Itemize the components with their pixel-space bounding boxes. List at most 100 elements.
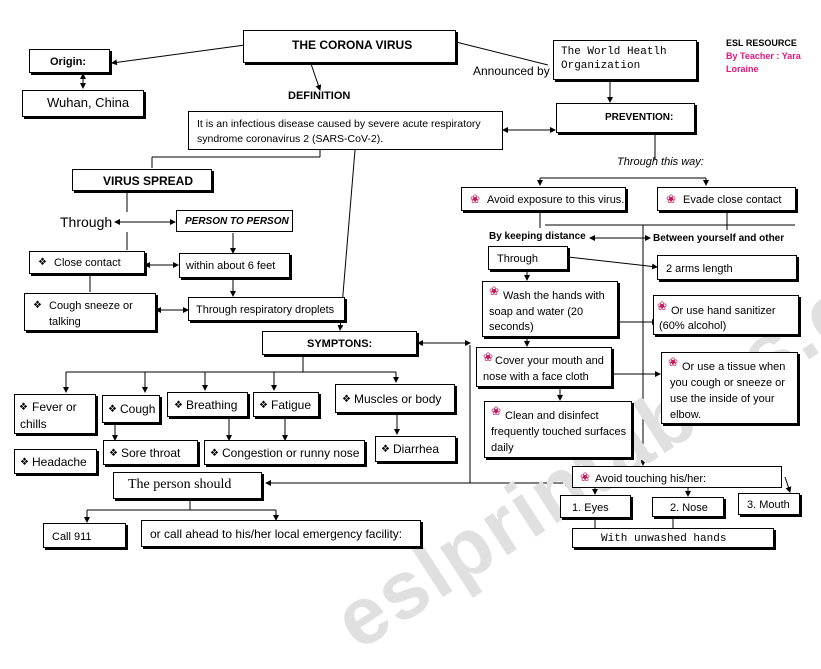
flower-bullet-icon: ❀ — [483, 350, 494, 364]
sanitizer-line-1: Or use hand sanitizer — [671, 305, 776, 317]
arms-length: 2 arms length — [666, 263, 733, 275]
tissue-line-1: Or use a tissue when — [682, 361, 786, 373]
close-contact-box: ❖ Close contact — [29, 251, 145, 274]
droplets-box: Through respiratory droplets — [188, 297, 345, 321]
fatigue: Fatigue — [271, 398, 312, 412]
call-911-box: Call 911 — [43, 523, 126, 548]
avoid-touching: Avoid touching his/her: — [595, 473, 707, 485]
origin-box: Origin: — [29, 49, 110, 73]
origin-place: Wuhan, China — [47, 95, 130, 110]
sore-throat: Sore throat — [121, 446, 181, 460]
call-ahead-box: or call ahead to his/her local emergency… — [141, 520, 421, 547]
unwashed-hands: With unwashed hands — [601, 533, 727, 545]
who-box: The World Heatlh Organization — [553, 40, 697, 80]
symptoms-box: SYMPTONS: — [262, 331, 417, 355]
flower-bullet-icon: ❀ — [489, 284, 500, 298]
headache-box: ❖ Headache — [14, 449, 97, 474]
diamond-bullet-icon: ❖ — [381, 444, 390, 455]
clean-box: ❀ Clean and disinfect frequently touched… — [484, 401, 632, 458]
evade-box: ❀ Evade close contact — [657, 187, 796, 211]
virus-spread-box: VIRUS SPREAD — [72, 169, 212, 191]
sanitizer-line-2: (60% alcohol) — [659, 320, 727, 332]
eyes-box: 1. Eyes — [560, 495, 631, 518]
cough-talk-box: ❖ Cough sneeze or talking — [24, 293, 156, 331]
through-this-way: Through this way: — [617, 156, 704, 168]
person-to-person-box: PERSON TO PERSON — [176, 210, 293, 232]
eyes: 1. Eyes — [572, 502, 609, 514]
definition-text-1: It is an infectious disease caused by se… — [197, 118, 481, 130]
nose-box: 2. Nose — [652, 497, 724, 517]
flower-bullet-icon: ❀ — [657, 299, 668, 313]
sore-throat-box: ❖ Sore throat — [103, 440, 198, 465]
title-box: THE CORONA VIRUS — [243, 30, 456, 63]
diamond-bullet-icon: ❖ — [342, 394, 351, 405]
flower-bullet-icon: ❀ — [666, 192, 677, 206]
origin-label: Origin: — [50, 56, 87, 68]
esl-teacher: By Teacher : Yara — [726, 51, 801, 61]
definition-text-2: syndrome coronavirus 2 (SARS-CoV-2). — [197, 133, 384, 145]
cough-symptom: Cough — [120, 402, 156, 416]
who-line-2: Organization — [561, 60, 641, 72]
prevention-through: Through — [497, 253, 538, 265]
breathing: Breathing — [186, 398, 238, 412]
origin-place-box: Wuhan, China — [22, 90, 144, 117]
diamond-bullet-icon: ❖ — [259, 400, 268, 411]
clean-line-2: frequently touched surfaces — [491, 426, 627, 438]
prevention-label: PREVENTION: — [605, 112, 674, 123]
cough-line-2: talking — [49, 316, 81, 328]
diamond-bullet-icon: ❖ — [33, 300, 42, 311]
prevention-box: PREVENTION: — [556, 103, 695, 133]
arms-length-box: 2 arms length — [657, 255, 797, 280]
diarrhea: Diarrhea — [393, 442, 440, 456]
call-911: Call 911 — [52, 531, 92, 543]
spread-through: Through — [60, 214, 113, 230]
definition-box: It is an infectious disease caused by se… — [188, 111, 503, 150]
person-should: The person should — [128, 477, 232, 492]
wash-line-3: seconds) — [489, 321, 534, 333]
muscles: Muscles or body — [354, 392, 442, 406]
diamond-bullet-icon: ❖ — [109, 448, 118, 459]
within-6-feet: within about 6 feet — [186, 260, 276, 272]
diamond-bullet-icon: ❖ — [174, 400, 183, 411]
nose: 2. Nose — [670, 502, 708, 514]
tissue-line-2: you cough or sneeze or — [670, 377, 785, 389]
clean-line-1: Clean and disinfect — [505, 410, 599, 422]
diamond-bullet-icon: ❖ — [19, 402, 28, 413]
diamond-bullet-icon: ❖ — [108, 404, 117, 415]
unwashed-box: With unwashed hands — [572, 528, 774, 548]
wash-hands-box: ❀ Wash the hands with soap and water (20… — [482, 281, 618, 337]
evade: Evade close contact — [683, 194, 782, 206]
symptoms-label: SYMPTONS: — [307, 338, 373, 350]
fatigue-box: ❖ Fatigue — [253, 392, 319, 417]
mouth-box: 3. Mouth — [738, 493, 800, 515]
fever-box: ❖ Fever or chills — [14, 394, 96, 434]
sanitizer-box: ❀ Or use hand sanitizer (60% alcohol) — [653, 295, 799, 335]
diamond-bullet-icon: ❖ — [210, 448, 219, 459]
person-should-box: The person should — [113, 472, 262, 499]
fever-line-2: chills — [20, 417, 47, 431]
mouth: 3. Mouth — [747, 499, 790, 511]
headache: Headache — [32, 455, 87, 469]
esl-resource: ESL RESOURCE — [726, 38, 797, 48]
avoid-exposure: Avoid exposure to this virus. — [487, 194, 625, 206]
within-box: within about 6 feet — [179, 253, 290, 278]
cover-mouth-box: ❀ Cover your mouth and nose with a face … — [476, 347, 612, 387]
breathing-box: ❖ Breathing — [167, 392, 248, 417]
close-contact: Close contact — [54, 257, 121, 269]
keeping-distance: By keeping distance — [489, 231, 586, 242]
tissue-line-3: use the inside of your — [670, 393, 775, 405]
flower-bullet-icon: ❀ — [580, 470, 591, 484]
cough-symptom-box: ❖ Cough — [102, 395, 160, 423]
esl-teacher-name: Loraine — [726, 64, 759, 74]
tissue-box: ❀ Or use a tissue when you cough or snee… — [661, 352, 798, 424]
wash-line-2: soap and water (20 — [489, 306, 584, 318]
avoid-touching-box: ❀ Avoid touching his/her: — [572, 466, 782, 488]
cover-line-2: nose with a face cloth — [483, 371, 589, 383]
through-box: Through — [488, 246, 568, 270]
congestion: Congestion or runny nose — [222, 446, 360, 460]
clean-line-3: daily — [491, 442, 514, 454]
definition-label: DEFINITION — [288, 90, 351, 102]
connector-lines — [63, 41, 795, 528]
diarrhea-box: ❖ Diarrhea — [375, 436, 456, 462]
droplets: Through respiratory droplets — [196, 304, 335, 316]
